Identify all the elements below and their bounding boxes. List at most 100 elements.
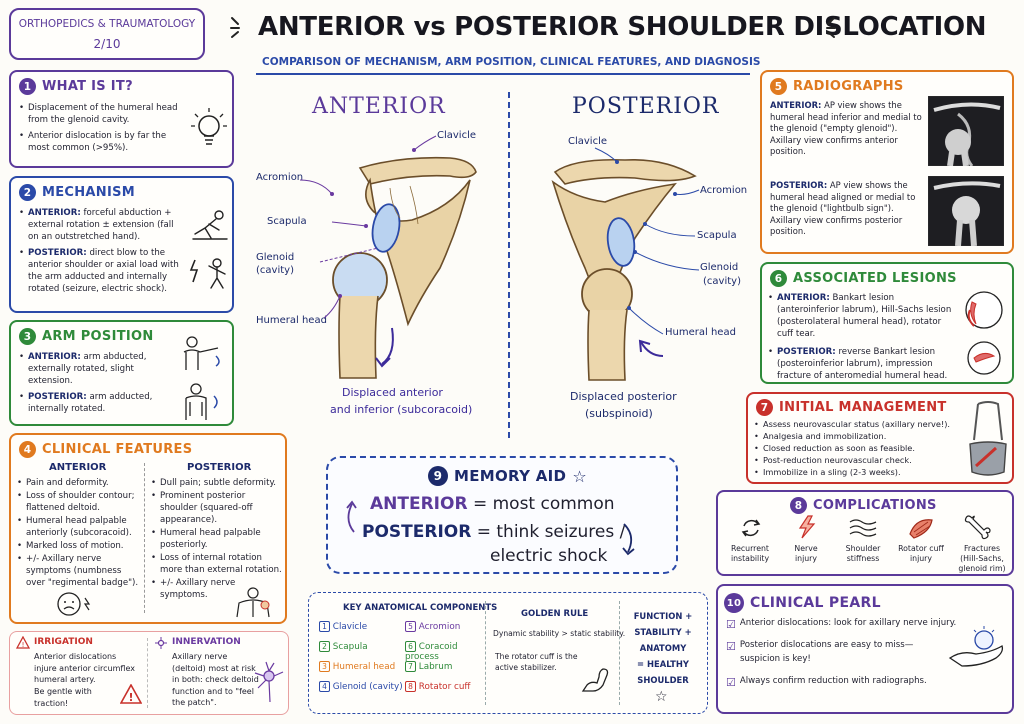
section-title: COMPLICATIONS <box>813 498 937 513</box>
section-title: RADIOGRAPHS <box>793 79 904 94</box>
anterior-label-glenoid: Glenoid <box>256 252 295 263</box>
section-irrigation-innervation: ! IRRIGATION Anterior dislocations injur… <box>9 631 289 715</box>
memory-anterior-keyword: ANTERIOR <box>370 494 468 514</box>
list-item: ANTERIOR: forceful abduction + external … <box>19 207 184 243</box>
section-number: 2 <box>19 184 36 201</box>
pearl-item: ☑Always confirm reduction with radiograp… <box>726 676 927 689</box>
course-name: ORTHOPEDICS & TRAUMATOLOGY <box>18 18 196 30</box>
list-item: Pain and deformity. <box>17 477 141 489</box>
function-line-4: = HEALTHY <box>637 659 689 669</box>
section-number: 7 <box>756 399 773 416</box>
anterior-keyword: ANTERIOR: <box>28 352 81 362</box>
golden-rule-title: GOLDEN RULE <box>521 609 589 619</box>
function-star-icon: ☆ <box>655 689 668 705</box>
lesions-list: ANTERIOR: Bankart lesion (anteroinferior… <box>768 292 956 386</box>
list-item: Marked loss of motion. <box>17 540 141 552</box>
component-item: 8 Rotator cuff <box>405 681 470 692</box>
list-item: Prominent posterior shoulder (squared-of… <box>151 490 285 526</box>
anterior-leader-lines <box>300 135 437 319</box>
svg-text:!: ! <box>22 641 25 649</box>
component-label: Scapula <box>332 642 368 652</box>
bone-icon <box>964 515 991 540</box>
posterior-label-humeral-head: Humeral head <box>665 327 736 338</box>
function-line-1: FUNCTION + <box>633 611 693 621</box>
memory-line-2: POSTERIOR = think seizures / <box>362 522 625 542</box>
anterior-keyword: ANTERIOR: <box>28 208 81 218</box>
posterior-label-glenoid: Glenoid <box>700 262 739 273</box>
component-item: 7 Labrum <box>405 661 452 672</box>
posterior-title: POSTERIOR <box>572 94 720 119</box>
component-item: 3 Humeral head <box>319 661 395 672</box>
complication-item: Fractures(Hill-Sachs,glenoid rim) <box>952 544 1012 574</box>
complication-label: (Hill-Sachs, <box>960 554 1004 563</box>
posterior-back-icon <box>236 587 270 618</box>
list-item: Post-reduction neurovascular check. <box>754 455 964 466</box>
list-item: Closed reduction as soon as feasible. <box>754 443 964 454</box>
patient-face-icon <box>57 592 91 616</box>
component-item: 6 Coracoid process <box>405 641 489 662</box>
irrigation-text: Anterior dislocations injure anterior ci… <box>34 652 135 684</box>
posterior-shoulder-illustration <box>551 158 697 381</box>
management-heading: 7 INITIAL MANAGEMENT <box>756 399 947 416</box>
arm-posterior: arm adducted, internally rotated. <box>28 392 153 414</box>
lightning-icon <box>798 515 816 539</box>
component-number: 8 <box>405 681 416 692</box>
complication-label: injury <box>794 554 818 563</box>
checkbox-icon: ☑ <box>726 640 736 653</box>
pearl-text: Anterior dislocations: look for axillary… <box>739 618 957 628</box>
checkbox-icon: ☑ <box>726 618 736 631</box>
component-number: 1 <box>319 621 330 632</box>
subtitle-underline <box>256 73 750 75</box>
reverse-bankart-icon <box>967 341 1001 375</box>
radiograph-anterior: ANTERIOR: AP view shows the humeral head… <box>770 100 922 158</box>
complication-label: Recurrent <box>731 544 769 553</box>
component-number: 6 <box>405 641 416 652</box>
page-title: ANTERIOR vs POSTERIOR SHOULDER DISLOCATI… <box>258 12 987 42</box>
anterior-label-humeral-head: Humeral head <box>256 315 327 326</box>
section-number: 5 <box>770 78 787 95</box>
component-label: Humeral head <box>332 662 396 672</box>
page-number: 2/10 <box>93 37 121 51</box>
posterior-label-scapula: Scapula <box>697 230 737 241</box>
section-memory-aid: 9 MEMORY AID ☆ ANTERIOR = most common PO… <box>326 456 678 574</box>
list-item: ANTERIOR: arm abducted, externally rotat… <box>19 351 169 387</box>
neuron-small-icon <box>155 637 167 649</box>
complication-label: Nerve <box>794 544 818 553</box>
anterior-keyword: ANTERIOR: <box>770 100 822 110</box>
curved-arrow-down-icon <box>622 523 635 556</box>
list-item: Loss of internal rotation more than exte… <box>151 552 285 576</box>
golden-rule-text-2: The rotator cuff is the active stabilize… <box>495 652 578 672</box>
component-label: Acromion <box>418 622 461 632</box>
anterior-label-glenoid-cavity: (cavity) <box>256 265 294 276</box>
list-item: +/- Axillary nerve symptoms. <box>151 577 285 601</box>
memory-posterior-text: = think seizures / <box>476 522 626 542</box>
muscle-icon <box>909 519 933 539</box>
lesions-anterior: Bankart lesion (anteroinferior labrum), … <box>777 293 952 339</box>
pearl-heading: 10 CLINICAL PEARL <box>724 593 881 613</box>
section-initial-management: 7 INITIAL MANAGEMENT Assess neurovascula… <box>746 392 1014 484</box>
anterior-label-clavicle: Clavicle <box>437 130 477 141</box>
list-item: POSTERIOR: direct blow to the anterior s… <box>19 247 184 295</box>
sling-icon <box>969 401 1007 476</box>
adducted-arm-icon <box>185 383 218 420</box>
posterior-caption-2: (subspinoid) <box>585 407 653 420</box>
mechanism-list: ANTERIOR: forceful abduction + external … <box>19 207 184 299</box>
stiffness-waves-icon <box>849 519 877 537</box>
pearl-item-continuation: suspicion is key! <box>740 654 811 664</box>
components-list: 1 Clavicle 2 Scapula 3 Humeral head 4 Gl… <box>319 621 489 707</box>
complication-label: injury <box>909 554 933 563</box>
pearl-text: Posterior dislocations are easy to miss— <box>739 640 914 650</box>
memory-heading: 9 MEMORY AID ☆ <box>428 466 587 486</box>
complications-heading: 8 COMPLICATIONS <box>790 497 937 514</box>
component-label: Glenoid (cavity) <box>332 682 403 692</box>
anterior-title: ANTERIOR <box>312 94 446 119</box>
complication-label: stiffness <box>846 554 880 563</box>
xray-posterior-image <box>928 176 1004 246</box>
posterior-keyword: POSTERIOR: <box>28 248 87 258</box>
component-number: 2 <box>319 641 330 652</box>
mechanism-heading: 2 MECHANISM <box>19 184 135 201</box>
innervation-title: INNERVATION <box>172 637 241 647</box>
